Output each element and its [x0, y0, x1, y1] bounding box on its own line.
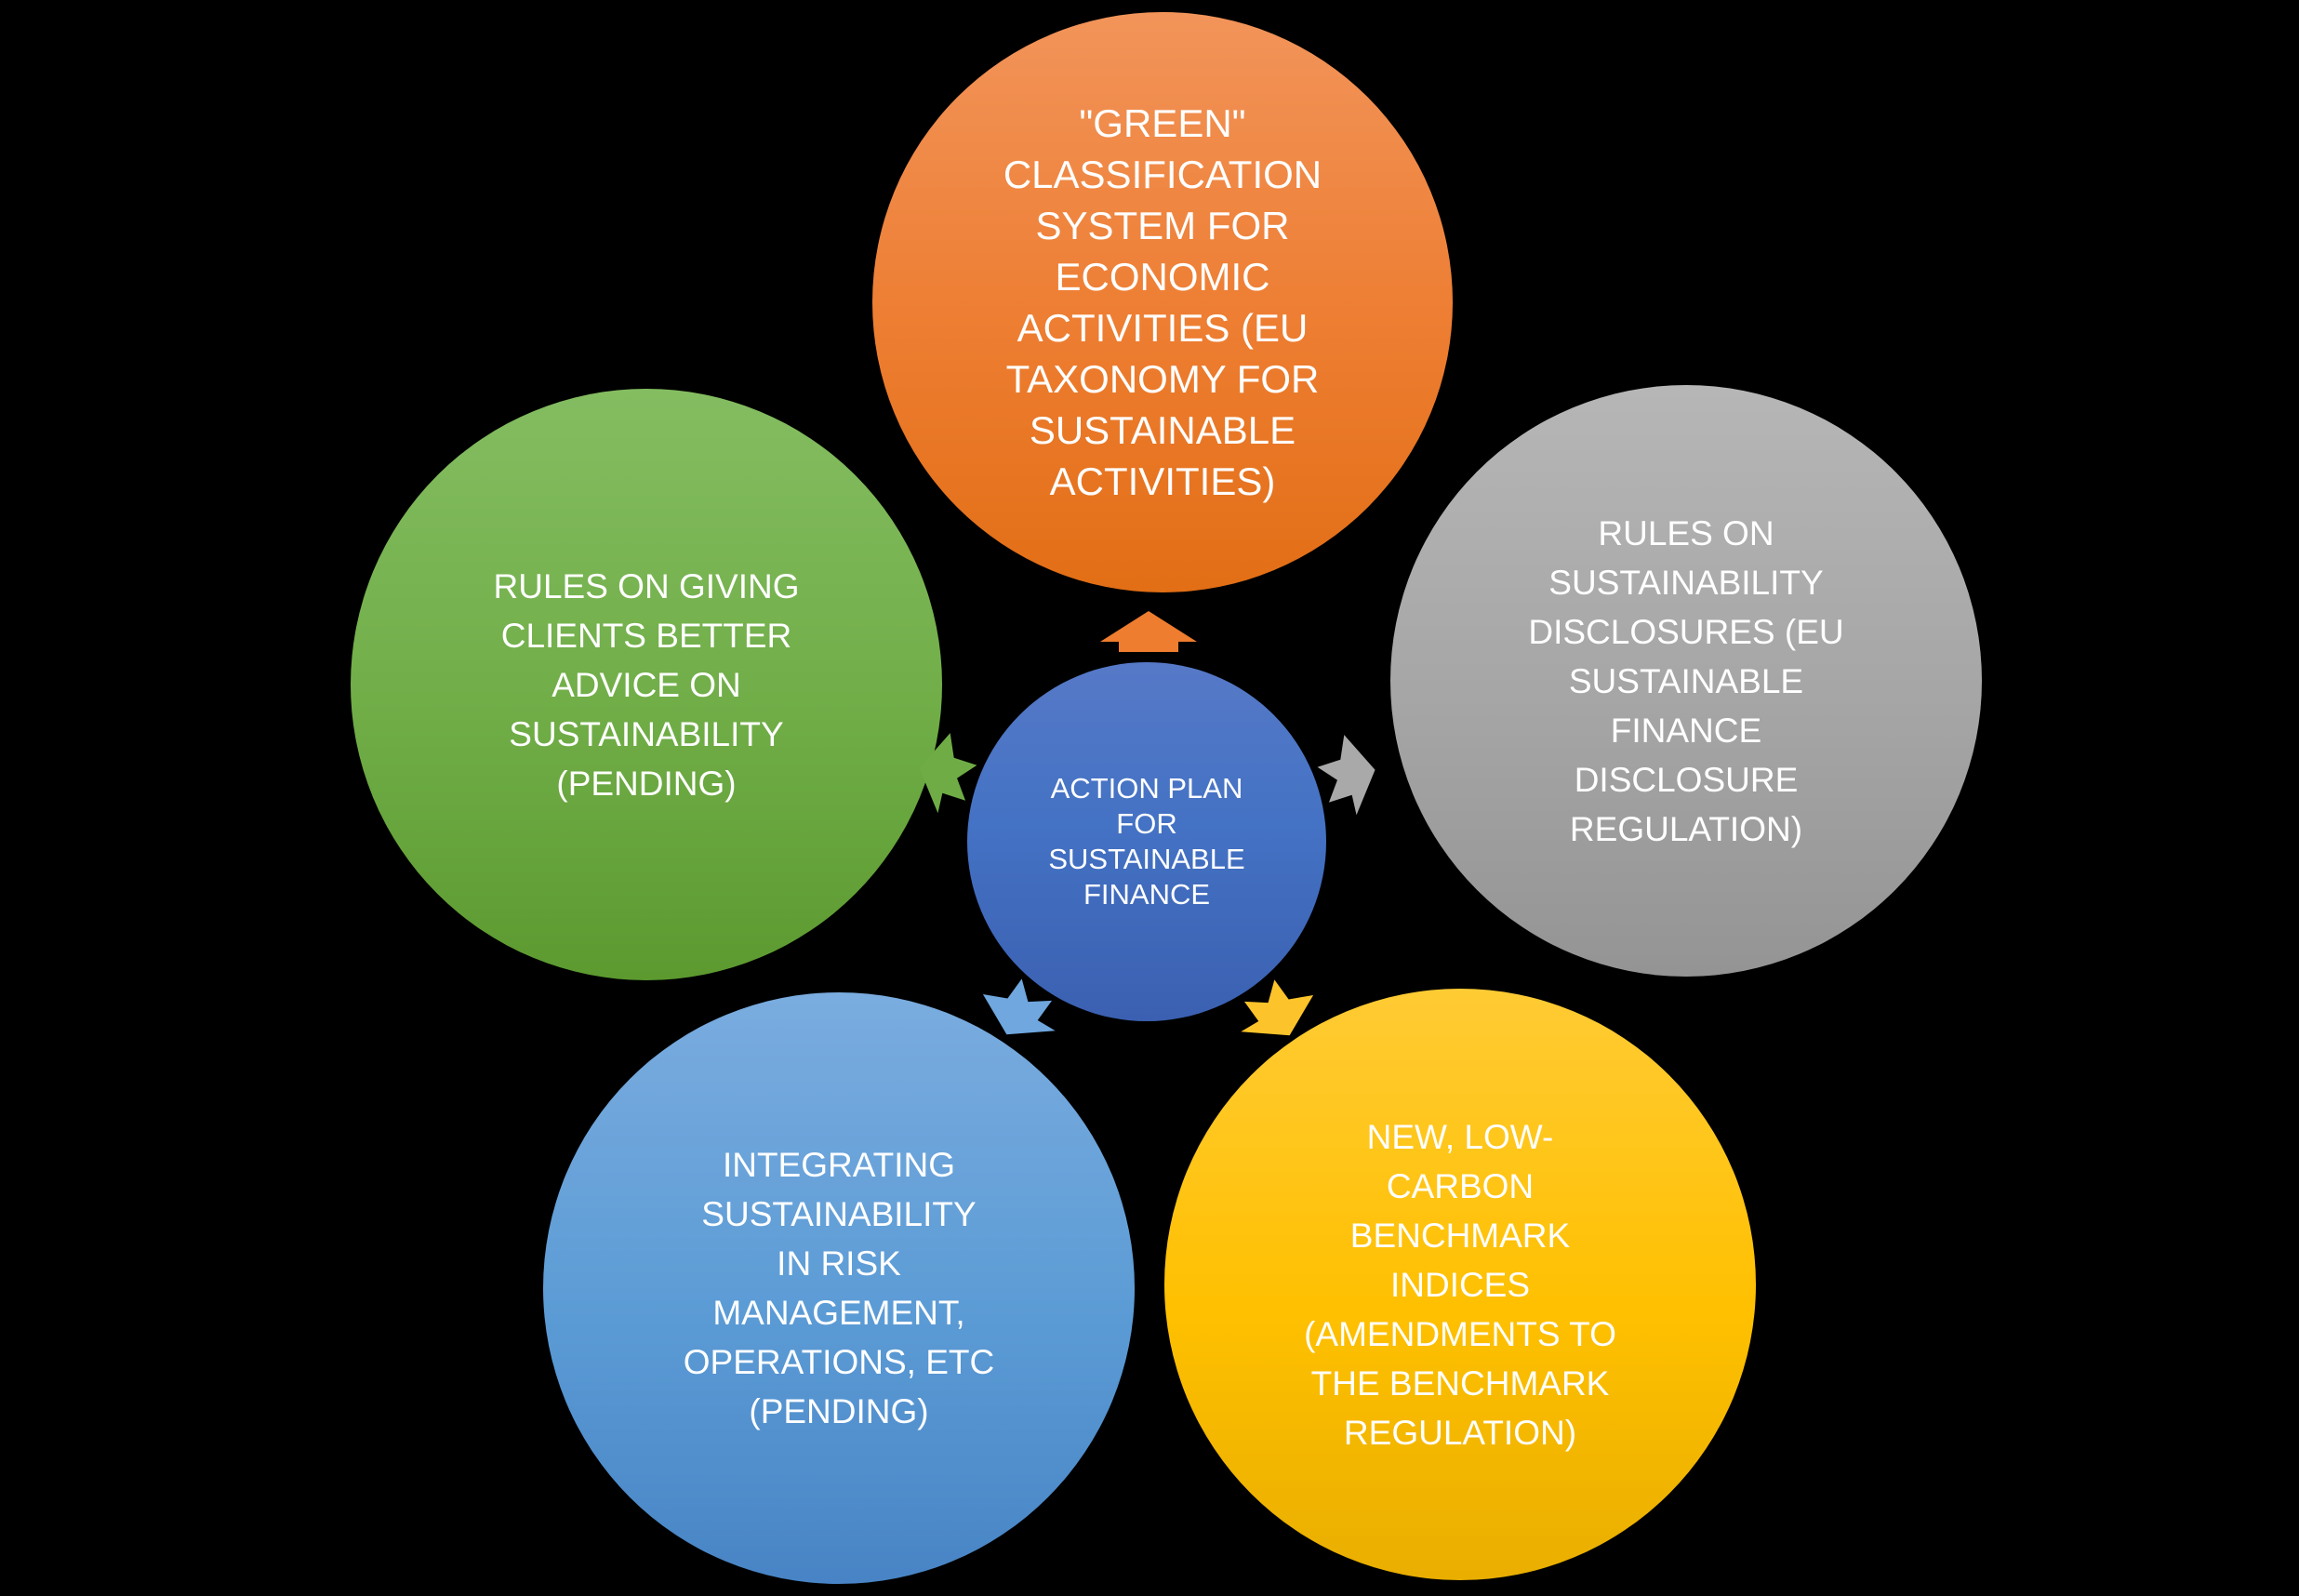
arrow-up-shape [1100, 611, 1197, 652]
hub-label: ACTION PLAN FOR SUSTAINABLE FINANCE [1048, 772, 1245, 911]
node-disclosures-label: RULES ON SUSTAINABILITY DISCLOSURES (EU … [1528, 513, 1844, 848]
arrow-upper-left-icon [919, 733, 977, 814]
node-taxonomy-label: "GREEN" CLASSIFICATION SYSTEM FOR ECONOM… [1003, 101, 1322, 503]
node-benchmarks-circle: NEW, LOW- CARBON BENCHMARK INDICES (AMEN… [1164, 989, 1756, 1580]
node-client-advice-circle: RULES ON GIVING CLIENTS BETTER ADVICE ON… [351, 389, 942, 980]
node-risk-integration-circle: INTEGRATING SUSTAINABILITY IN RISK MANAG… [543, 992, 1135, 1584]
arrow-lower-right-shape [1241, 979, 1314, 1036]
arrow-up-icon [1100, 611, 1197, 652]
node-disclosures-circle: RULES ON SUSTAINABILITY DISCLOSURES (EU … [1390, 385, 1982, 977]
arrow-upper-left-shape [919, 733, 977, 814]
arrow-lower-left-icon [982, 978, 1056, 1035]
node-taxonomy-circle: "GREEN" CLASSIFICATION SYSTEM FOR ECONOM… [872, 12, 1453, 592]
arrow-upper-right-shape [1317, 735, 1375, 816]
node-client-advice-label: RULES ON GIVING CLIENTS BETTER ADVICE ON… [493, 566, 800, 803]
arrow-lower-right-icon [1241, 979, 1314, 1036]
hub-circle: ACTION PLAN FOR SUSTAINABLE FINANCE [967, 662, 1326, 1021]
arrow-upper-right-icon [1317, 735, 1375, 816]
arrow-lower-left-shape [982, 978, 1056, 1035]
node-benchmarks-label: NEW, LOW- CARBON BENCHMARK INDICES (AMEN… [1304, 1117, 1616, 1452]
node-risk-integration-label: INTEGRATING SUSTAINABILITY IN RISK MANAG… [683, 1146, 995, 1430]
